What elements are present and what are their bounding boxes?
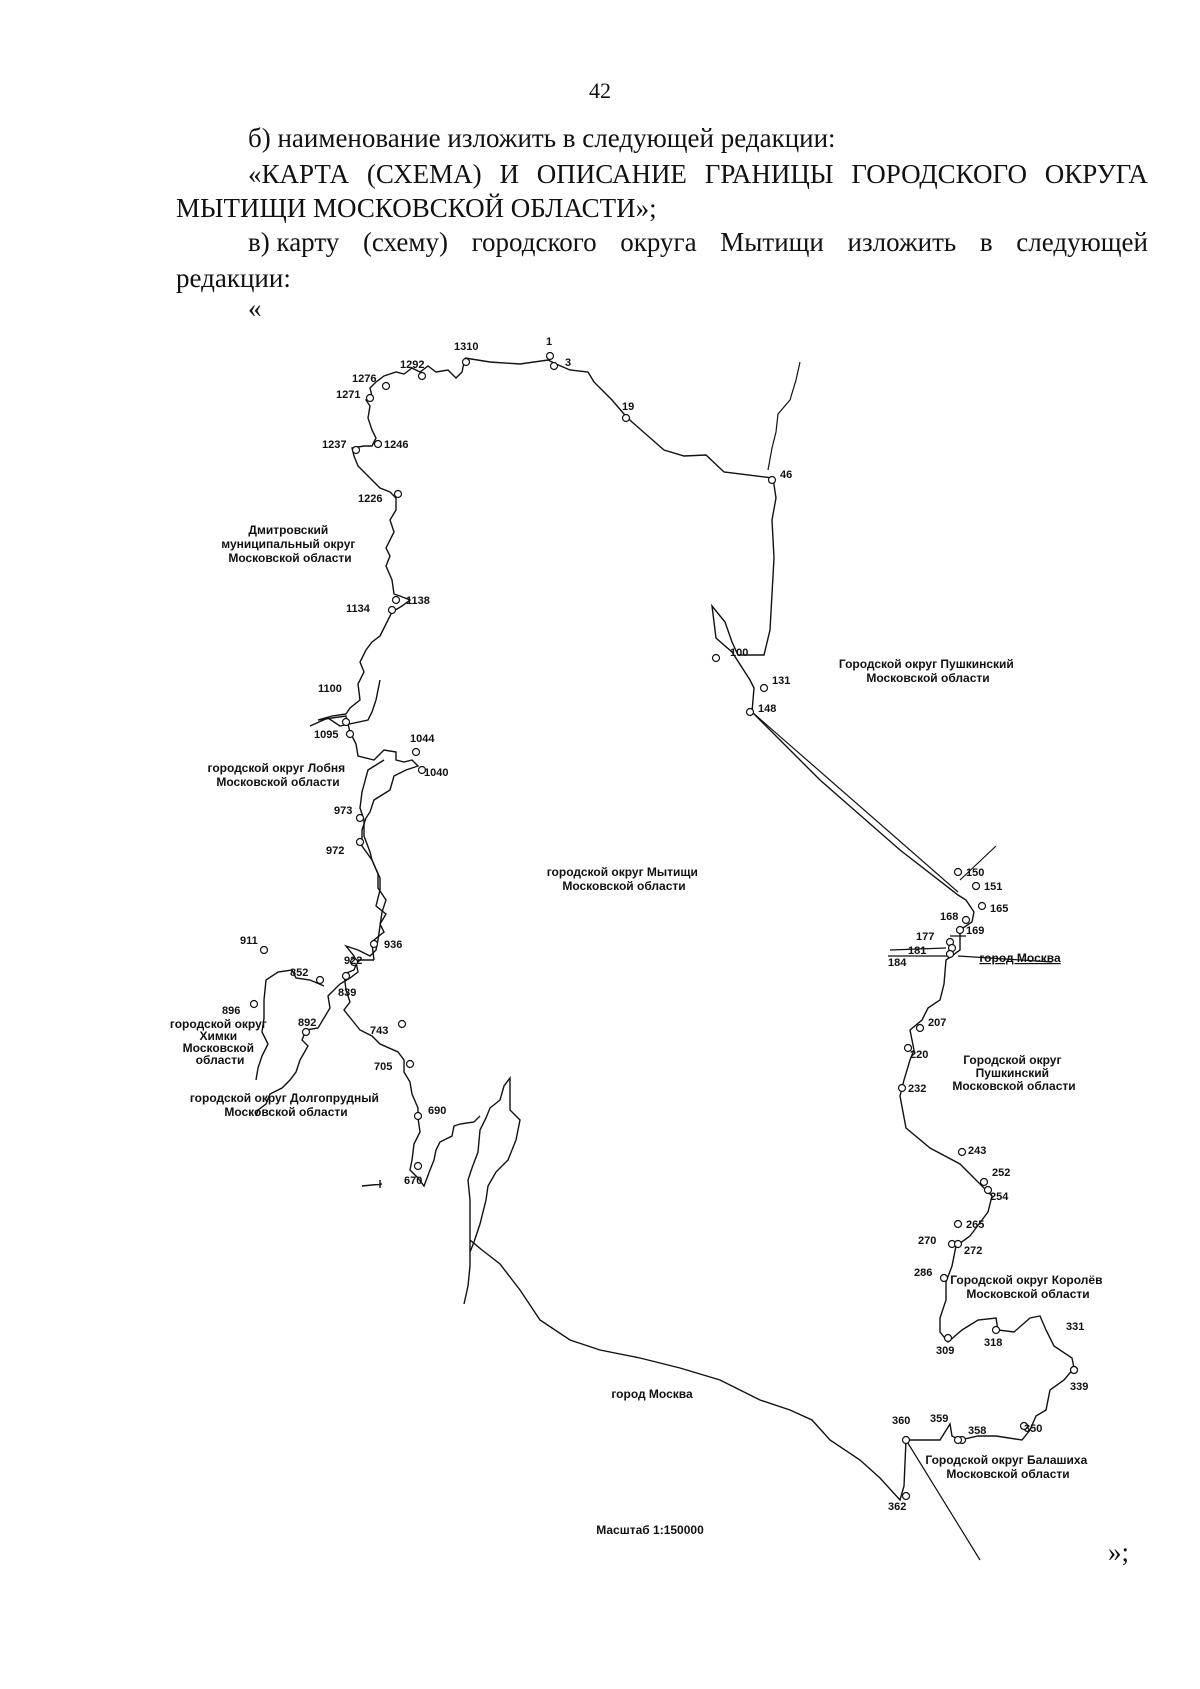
boundary-points <box>249 351 1079 1501</box>
amendment-line-v-end: редакции: <box>176 263 291 293</box>
pt-1095: 1095 <box>314 729 338 741</box>
pt-670: 670 <box>404 1175 422 1187</box>
label-dmitrov: Дмитровский муниципальный округ Московск… <box>221 523 358 565</box>
pt-150: 150 <box>966 867 984 879</box>
pt-1: 1 <box>546 336 552 348</box>
point-labels: 1 3 19 46 100 131 148 150 151 165 168 16… <box>222 336 1088 1513</box>
label-mytishchi: городской округ Мытищи Московской област… <box>547 865 702 893</box>
west-boundary <box>255 679 481 1188</box>
pt-318: 318 <box>984 1337 1002 1349</box>
label-pushkino-bottom: Городской округ Пушкинский Московской об… <box>952 1053 1075 1093</box>
area-labels: Дмитровский муниципальный округ Московск… <box>170 523 1106 1537</box>
map-title-line2: МЫТИЩИ МОСКОВСКОЙ ОБЛАСТИ»; <box>176 193 657 223</box>
northeast-line <box>767 361 801 471</box>
pt-220: 220 <box>910 1049 928 1061</box>
pt-270: 270 <box>918 1235 936 1247</box>
pt-286: 286 <box>914 1267 932 1279</box>
mytishchi-boundary <box>463 357 1075 1502</box>
moscow-inset <box>888 935 1053 963</box>
pt-252: 252 <box>992 1167 1010 1179</box>
close-quote: »; <box>1108 1537 1130 1567</box>
pt-972: 972 <box>326 845 344 857</box>
pt-1040: 1040 <box>424 767 448 779</box>
pt-1276: 1276 <box>352 373 376 385</box>
pt-272: 272 <box>964 1245 982 1257</box>
pt-1292: 1292 <box>400 359 424 371</box>
pt-1237: 1237 <box>322 439 346 451</box>
pt-1134: 1134 <box>346 603 371 615</box>
pt-165: 165 <box>990 903 1008 915</box>
label-balashikha: Городской округ Балашиха Московской обла… <box>925 1453 1090 1481</box>
pt-232: 232 <box>908 1083 926 1095</box>
label-korolev: Городской округ Королёв Московской облас… <box>950 1273 1106 1301</box>
pt-1100: 1100 <box>318 683 342 695</box>
label-scale: Масштаб 1:150000 <box>596 1523 704 1537</box>
pt-705: 705 <box>374 1061 392 1073</box>
pt-359: 359 <box>930 1413 948 1425</box>
pt-331: 331 <box>1066 1321 1084 1333</box>
pt-148: 148 <box>758 703 776 715</box>
southeast-diagonal <box>751 711 997 1561</box>
pt-1044: 1044 <box>410 733 435 745</box>
pt-362: 362 <box>888 1501 906 1513</box>
northwest-boundary <box>255 357 466 1188</box>
label-moscow-small: город Москва <box>979 951 1061 965</box>
label-khimki: городской округ Химки Московской области <box>170 1017 270 1067</box>
pt-1246: 1246 <box>384 439 408 451</box>
pt-1226: 1226 <box>358 493 382 505</box>
pt-973: 973 <box>334 805 352 817</box>
pt-309: 309 <box>936 1345 954 1357</box>
pt-339: 339 <box>1070 1381 1088 1393</box>
pt-169: 169 <box>966 925 984 937</box>
pt-1310: 1310 <box>454 341 478 353</box>
open-quote: « <box>248 293 262 323</box>
pt-3: 3 <box>565 357 571 369</box>
pt-243: 243 <box>968 1145 986 1157</box>
pt-936: 936 <box>384 939 402 951</box>
pt-100: 100 <box>730 647 748 659</box>
pt-207: 207 <box>928 1017 946 1029</box>
pt-254: 254 <box>990 1191 1009 1203</box>
pt-896: 896 <box>222 1005 240 1017</box>
pt-46: 46 <box>780 469 792 481</box>
pt-350: 350 <box>1024 1423 1042 1435</box>
pt-743: 743 <box>370 1025 388 1037</box>
amendment-line-b: б) наименование изложить в следующей ред… <box>248 123 836 153</box>
pt-181: 181 <box>908 945 926 957</box>
pt-1138: 1138 <box>406 595 430 607</box>
pt-184: 184 <box>888 957 907 969</box>
pt-131: 131 <box>772 675 790 687</box>
pt-892: 892 <box>298 1017 316 1029</box>
label-pushkino-top: Городской округ Пушкинский Московской об… <box>839 657 1017 685</box>
pt-19: 19 <box>622 401 634 413</box>
label-lobnya: городской округ Лобня Московской области <box>208 761 349 789</box>
pt-151: 151 <box>984 881 1002 893</box>
pt-922: 922 <box>344 955 362 967</box>
pt-360: 360 <box>892 1415 910 1427</box>
pt-911: 911 <box>240 935 258 947</box>
pt-358: 358 <box>968 1425 986 1437</box>
pt-265: 265 <box>966 1219 984 1231</box>
pt-177: 177 <box>916 931 934 943</box>
pt-839: 839 <box>338 987 356 999</box>
pt-690: 690 <box>428 1105 446 1117</box>
label-dolgoprudny: городской округ Долгопрудный Московской … <box>190 1091 382 1119</box>
label-moscow-main: город Москва <box>611 1387 693 1401</box>
pt-852: 852 <box>290 967 308 979</box>
pt-1271: 1271 <box>336 389 360 401</box>
pt-168: 168 <box>940 911 958 923</box>
page-number: 42 <box>589 78 611 103</box>
